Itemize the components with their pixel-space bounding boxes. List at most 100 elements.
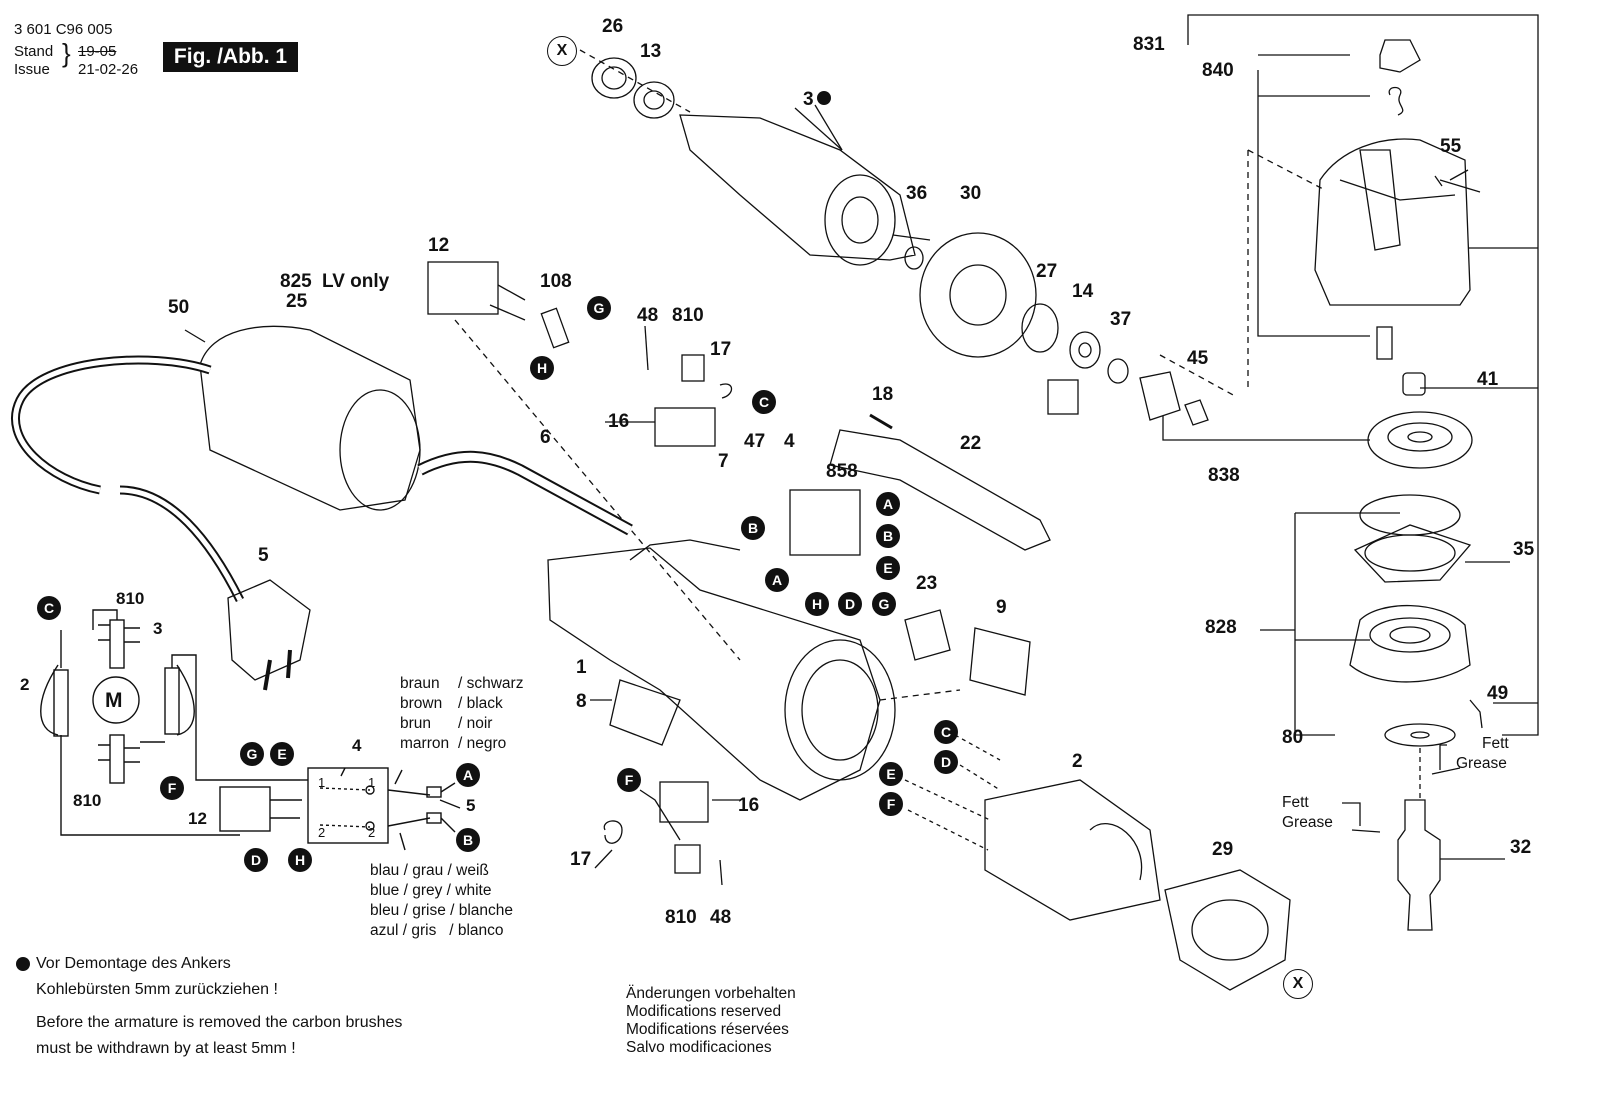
gear-housing (1314, 138, 1471, 306)
color-bottom-0: blau / grau / weiß (370, 862, 489, 879)
wiring-label-810-bottom: 810 (73, 791, 102, 810)
color-top-0-a: braun (400, 675, 440, 692)
part-label-37: 37 (1110, 309, 1132, 330)
wiring-label-5: 5 (466, 796, 476, 815)
wiring-diagram (40, 609, 456, 851)
part-label-55: 55 (1440, 136, 1462, 157)
part-label-41: 41 (1477, 369, 1499, 390)
part-label-45: 45 (1187, 348, 1209, 369)
power-plug (227, 579, 311, 681)
part-label-35: 35 (1513, 539, 1535, 560)
color-top-0-b: / schwarz (458, 675, 524, 692)
lv-only-label: LV only (322, 271, 390, 292)
grease-label-en-upper: Grease (1456, 755, 1507, 772)
spindle (1397, 799, 1441, 931)
color-bottom-2: bleu / grise / blanche (370, 902, 514, 919)
wiring-label-4: 4 (352, 736, 362, 755)
connector-h-top: H (530, 356, 554, 380)
note-de-line1: Vor Demontage des Ankers (36, 955, 231, 972)
part-label-27: 27 (1036, 261, 1058, 282)
armature (679, 114, 916, 261)
part-label-14: 14 (1072, 281, 1094, 302)
part-label-16-bottom: 16 (738, 795, 760, 816)
connector-x-top: X (547, 36, 577, 66)
part-label-1: 1 (576, 657, 587, 678)
color-top-3-b: / negro (458, 735, 507, 752)
part-label-9: 9 (996, 597, 1007, 618)
connector-d-switch: D (838, 592, 862, 616)
part-label-49: 49 (1487, 683, 1509, 704)
modifications-es: Salvo modificaciones (626, 1039, 772, 1056)
color-bottom-1: blue / grey / white (370, 882, 492, 899)
part-label-17-bottom: 17 (570, 849, 592, 870)
wiring-connector-c: C (37, 596, 61, 620)
connector-e-field: E (879, 762, 903, 786)
connector-d-field: D (934, 750, 958, 774)
figure-label: Fig. /Abb. 1 (163, 42, 298, 72)
connector-c-field: C (934, 720, 958, 744)
part-label-838: 838 (1208, 465, 1240, 486)
wiring-connector-h: H (288, 848, 312, 872)
note-en-line2: must be withdrawn by at least 5mm ! (36, 1040, 296, 1057)
air-baffle (919, 232, 1037, 358)
wiring-connector-g: G (240, 742, 264, 766)
connector-c-top: C (752, 390, 776, 414)
part-label-18: 18 (872, 384, 894, 405)
bracket-828 (1294, 513, 1335, 736)
part-label-80: 80 (1282, 727, 1304, 748)
connector-f-field: F (879, 792, 903, 816)
part-label-2: 2 (1072, 751, 1083, 772)
part-label-48-top: 48 (637, 305, 659, 326)
part-label-840: 840 (1202, 60, 1234, 81)
connector-f-brush: F (617, 768, 641, 792)
color-top-1-b: / black (458, 695, 503, 712)
part-label-23: 23 (916, 573, 938, 594)
switch-terminal-1a: 1 (318, 775, 326, 790)
part-label-828: 828 (1205, 617, 1237, 638)
bracket-838 (1162, 416, 1370, 441)
diagram-dots (16, 91, 831, 971)
part-label-3: 3 (803, 89, 814, 110)
modifications-en: Modifications reserved (626, 1003, 782, 1020)
field-coil (984, 779, 1161, 921)
motor-symbol: M (105, 689, 123, 712)
part-label-7: 7 (718, 451, 729, 472)
note-en-line1: Before the armature is removed the carbo… (36, 1014, 403, 1031)
color-top-2-a: brun (400, 715, 432, 732)
color-top-1-a: brown (400, 695, 443, 712)
color-bottom-3: azul / gris / blanco (370, 922, 504, 939)
part-label-858: 858 (826, 461, 858, 482)
wiring-label-810-top: 810 (116, 589, 145, 608)
grease-label-de-upper: Fett (1482, 735, 1509, 752)
part-label-17-top: 17 (710, 339, 732, 360)
switch-terminal-1b: 1 (368, 775, 376, 790)
part-label-108: 108 (540, 271, 572, 292)
motor-housing (547, 547, 881, 801)
modifications-fr: Modifications réservées (626, 1021, 789, 1038)
note-de-line2: Kohlebürsten 5mm zurückziehen ! (36, 981, 278, 998)
wiring-connector-b: B (456, 828, 480, 852)
bracket-831 (1187, 14, 1539, 736)
modifications-de: Änderungen vorbehalten (626, 985, 796, 1002)
part-label-6: 6 (540, 427, 551, 448)
connector-b-cable: B (741, 516, 765, 540)
doc-number: 3 601 C96 005 (14, 21, 113, 38)
part-label-30: 30 (960, 183, 982, 204)
part-label-48-bottom: 48 (710, 907, 732, 928)
wiring-capacitor (219, 786, 271, 832)
connector-a-switch: A (876, 492, 900, 516)
stand-label: Stand (14, 43, 54, 60)
old-date: 19-05 (78, 43, 117, 60)
connector-x-bottom: X (1283, 969, 1313, 999)
part-label-825: 825 (280, 271, 312, 292)
color-top-2-b: / noir (458, 715, 493, 732)
part-label-26: 26 (602, 16, 624, 37)
part-label-12: 12 (428, 235, 450, 256)
connector-h-switch: H (805, 592, 829, 616)
wiring-label-3: 3 (153, 619, 163, 638)
part-label-810-bottom: 810 (665, 907, 697, 928)
part-label-47: 47 (744, 431, 766, 452)
connector-g-top: G (587, 296, 611, 320)
part-label-831: 831 (1133, 34, 1165, 55)
